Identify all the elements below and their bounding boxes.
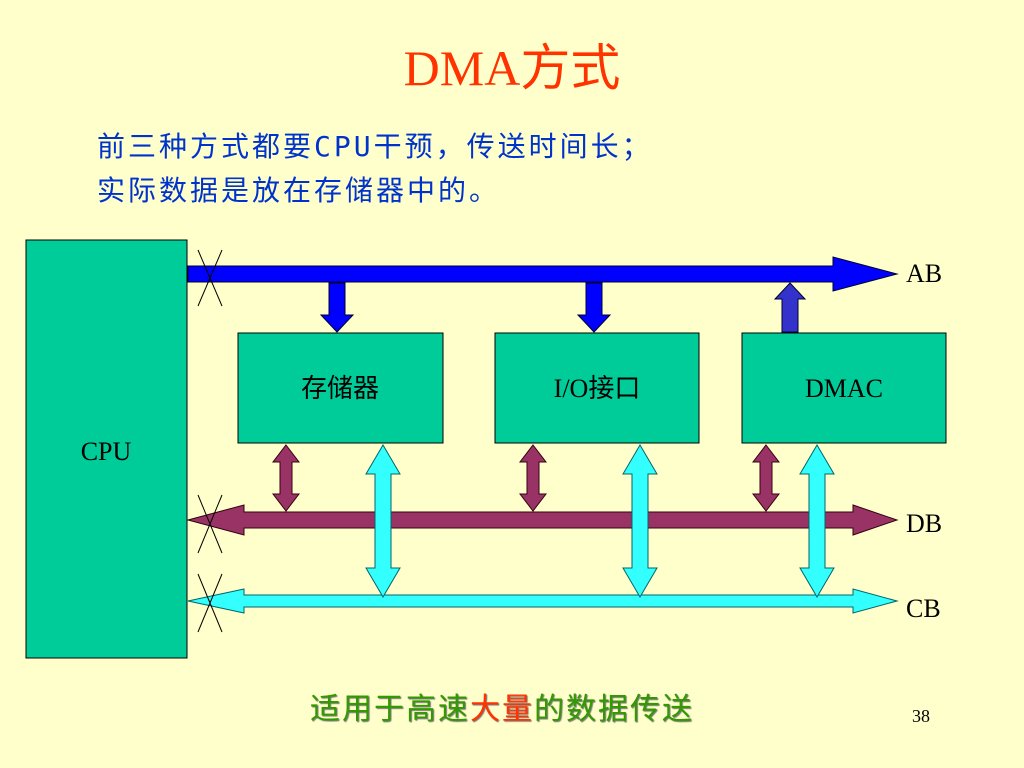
intro-line-1: 前三种方式都要CPU干预，传送时间长； (97, 130, 653, 163)
io-cb-arrow (622, 444, 658, 598)
intro-text: 前三种方式都要CPU干预，传送时间长； 实际数据是放在存储器中的。 (97, 125, 653, 213)
data-bus-arrow (186, 504, 899, 536)
ab-to-io-arrow (576, 282, 612, 333)
address-bus-label: AB (906, 259, 942, 288)
data-bus-label: DB (906, 509, 942, 538)
ab-to-memory-arrow (319, 282, 355, 333)
cb-break-x-icon (197, 573, 223, 633)
address-bus-arrow (187, 256, 899, 292)
ab-break-x-icon (197, 249, 223, 307)
io-db-arrow (518, 444, 548, 512)
footer-part-3: 的数据传送 (534, 692, 694, 727)
db-break-x-icon (197, 494, 223, 554)
dmac-box (741, 332, 947, 444)
intro-line-2: 实际数据是放在存储器中的。 (97, 174, 501, 207)
dmac-db-arrow (751, 444, 781, 512)
cpu-label: CPU (81, 437, 132, 466)
io-interface-label: I/O接口 (554, 374, 641, 403)
page-number: 38 (912, 706, 930, 726)
footer-caption: 适用于高速大量的数据传送 (310, 684, 694, 728)
memory-db-arrow (271, 444, 301, 512)
dmac-to-ab-arrow (773, 282, 807, 333)
footer-part-2: 大量 (470, 692, 534, 727)
dmac-cb-arrow (799, 444, 835, 598)
memory-label: 存储器 (301, 374, 379, 403)
memory-box (237, 332, 444, 444)
slide-title: DMA方式 (403, 40, 621, 96)
dmac-label: DMAC (805, 374, 883, 403)
memory-cb-arrow (365, 444, 401, 598)
control-bus-label: CB (906, 594, 941, 623)
control-bus-arrow (187, 588, 899, 614)
io-interface-box (494, 332, 700, 444)
cpu-box (25, 239, 188, 659)
footer-part-1: 适用于高速 (310, 692, 470, 727)
